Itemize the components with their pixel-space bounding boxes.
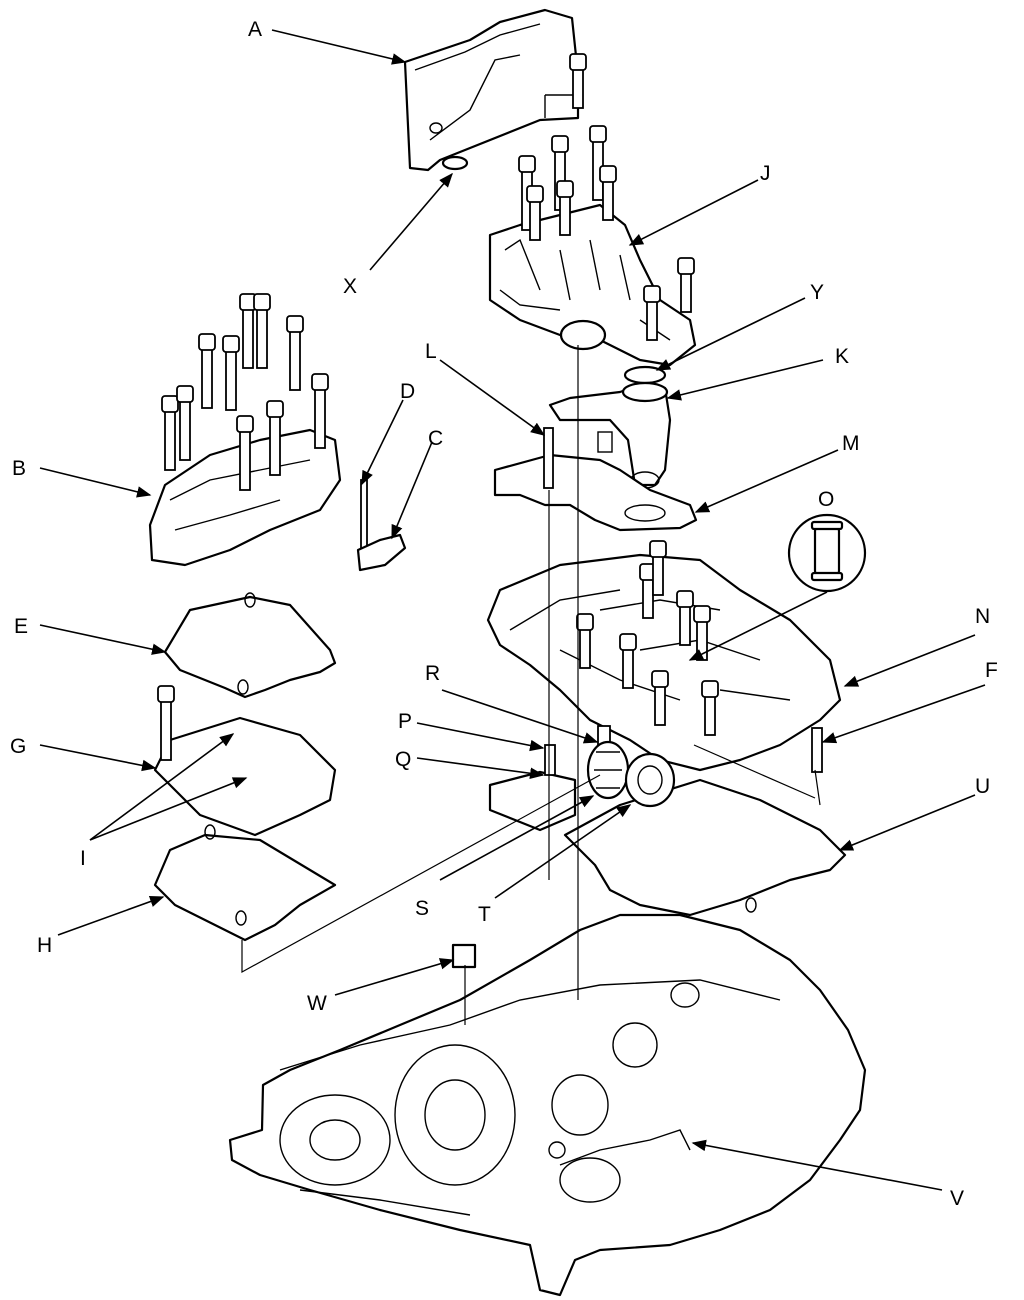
callout-labels: A X J Y K L M O N F U R P Q S T B D C E … bbox=[10, 18, 998, 1210]
transmission-housing bbox=[228, 913, 867, 1297]
callout-e: E bbox=[14, 615, 28, 638]
part-n-bolt bbox=[651, 670, 669, 726]
part-b-bolt bbox=[236, 415, 254, 491]
part-f-pin bbox=[811, 727, 823, 773]
part-e-plate bbox=[163, 595, 337, 699]
part-b-bolt bbox=[161, 395, 179, 471]
part-b-bolt bbox=[198, 333, 216, 409]
callout-r: R bbox=[425, 662, 440, 685]
part-n-bolt bbox=[649, 540, 667, 596]
part-p-pin bbox=[544, 744, 556, 776]
part-k-filter bbox=[548, 381, 672, 489]
part-b-bolt bbox=[266, 400, 284, 476]
part-b-bolt bbox=[286, 315, 304, 391]
callout-n: N bbox=[975, 605, 990, 628]
callout-p: P bbox=[398, 710, 412, 733]
part-h-plate bbox=[153, 833, 337, 942]
part-b-bolt bbox=[176, 385, 194, 461]
callout-t: T bbox=[478, 903, 491, 926]
part-o-detail-circle bbox=[787, 513, 867, 593]
callout-m: M bbox=[842, 432, 860, 455]
part-j-bolt bbox=[599, 165, 617, 221]
callout-x: X bbox=[343, 275, 357, 298]
part-b-bolt bbox=[253, 293, 271, 369]
part-d-rod bbox=[360, 479, 368, 551]
callout-c: C bbox=[428, 427, 443, 450]
callout-g: G bbox=[10, 735, 26, 758]
callout-j: J bbox=[760, 162, 771, 185]
callout-a: A bbox=[248, 18, 262, 41]
part-g-bolt bbox=[157, 685, 175, 761]
leader-lines bbox=[39, 29, 986, 1191]
part-s-gear bbox=[586, 740, 630, 800]
callout-s: S bbox=[415, 897, 429, 920]
part-n-bolt bbox=[619, 633, 637, 689]
part-j-loose-bolt bbox=[677, 257, 695, 313]
callout-k: K bbox=[835, 345, 849, 368]
part-t-filter bbox=[624, 752, 676, 808]
part-n-bolt bbox=[576, 613, 594, 669]
callout-w: W bbox=[307, 992, 327, 1015]
callout-u: U bbox=[975, 775, 990, 798]
callout-b: B bbox=[12, 457, 26, 480]
callout-y: Y bbox=[810, 281, 824, 304]
part-n-main-valve-body bbox=[486, 553, 842, 772]
callout-q: Q bbox=[395, 748, 411, 771]
part-q-plate bbox=[488, 770, 577, 832]
part-j-upper-valve-body bbox=[488, 203, 697, 367]
part-g-plate bbox=[153, 716, 337, 837]
part-b-bolt bbox=[222, 335, 240, 411]
part-l-pin bbox=[543, 427, 554, 489]
part-b-bolt bbox=[311, 373, 329, 449]
callout-i: I bbox=[80, 847, 86, 870]
part-j-bolt bbox=[643, 285, 661, 341]
callout-f: F bbox=[985, 659, 998, 682]
callout-v: V bbox=[950, 1187, 964, 1210]
part-n-bolt bbox=[701, 680, 719, 736]
part-j-bolt bbox=[526, 185, 544, 241]
callout-o: O bbox=[818, 488, 834, 511]
part-j-bolt bbox=[556, 180, 574, 236]
part-w-bracket bbox=[451, 943, 477, 969]
callout-d: D bbox=[400, 380, 415, 403]
part-a-bolt bbox=[569, 53, 587, 109]
callout-h: H bbox=[37, 934, 52, 957]
part-c-bracket bbox=[356, 533, 407, 572]
part-u-separator-plate bbox=[563, 778, 847, 917]
callout-l: L bbox=[425, 340, 437, 363]
part-b-side-valve-body bbox=[148, 428, 342, 567]
alignment-lines bbox=[241, 345, 821, 1025]
part-n-bolt bbox=[676, 590, 694, 646]
